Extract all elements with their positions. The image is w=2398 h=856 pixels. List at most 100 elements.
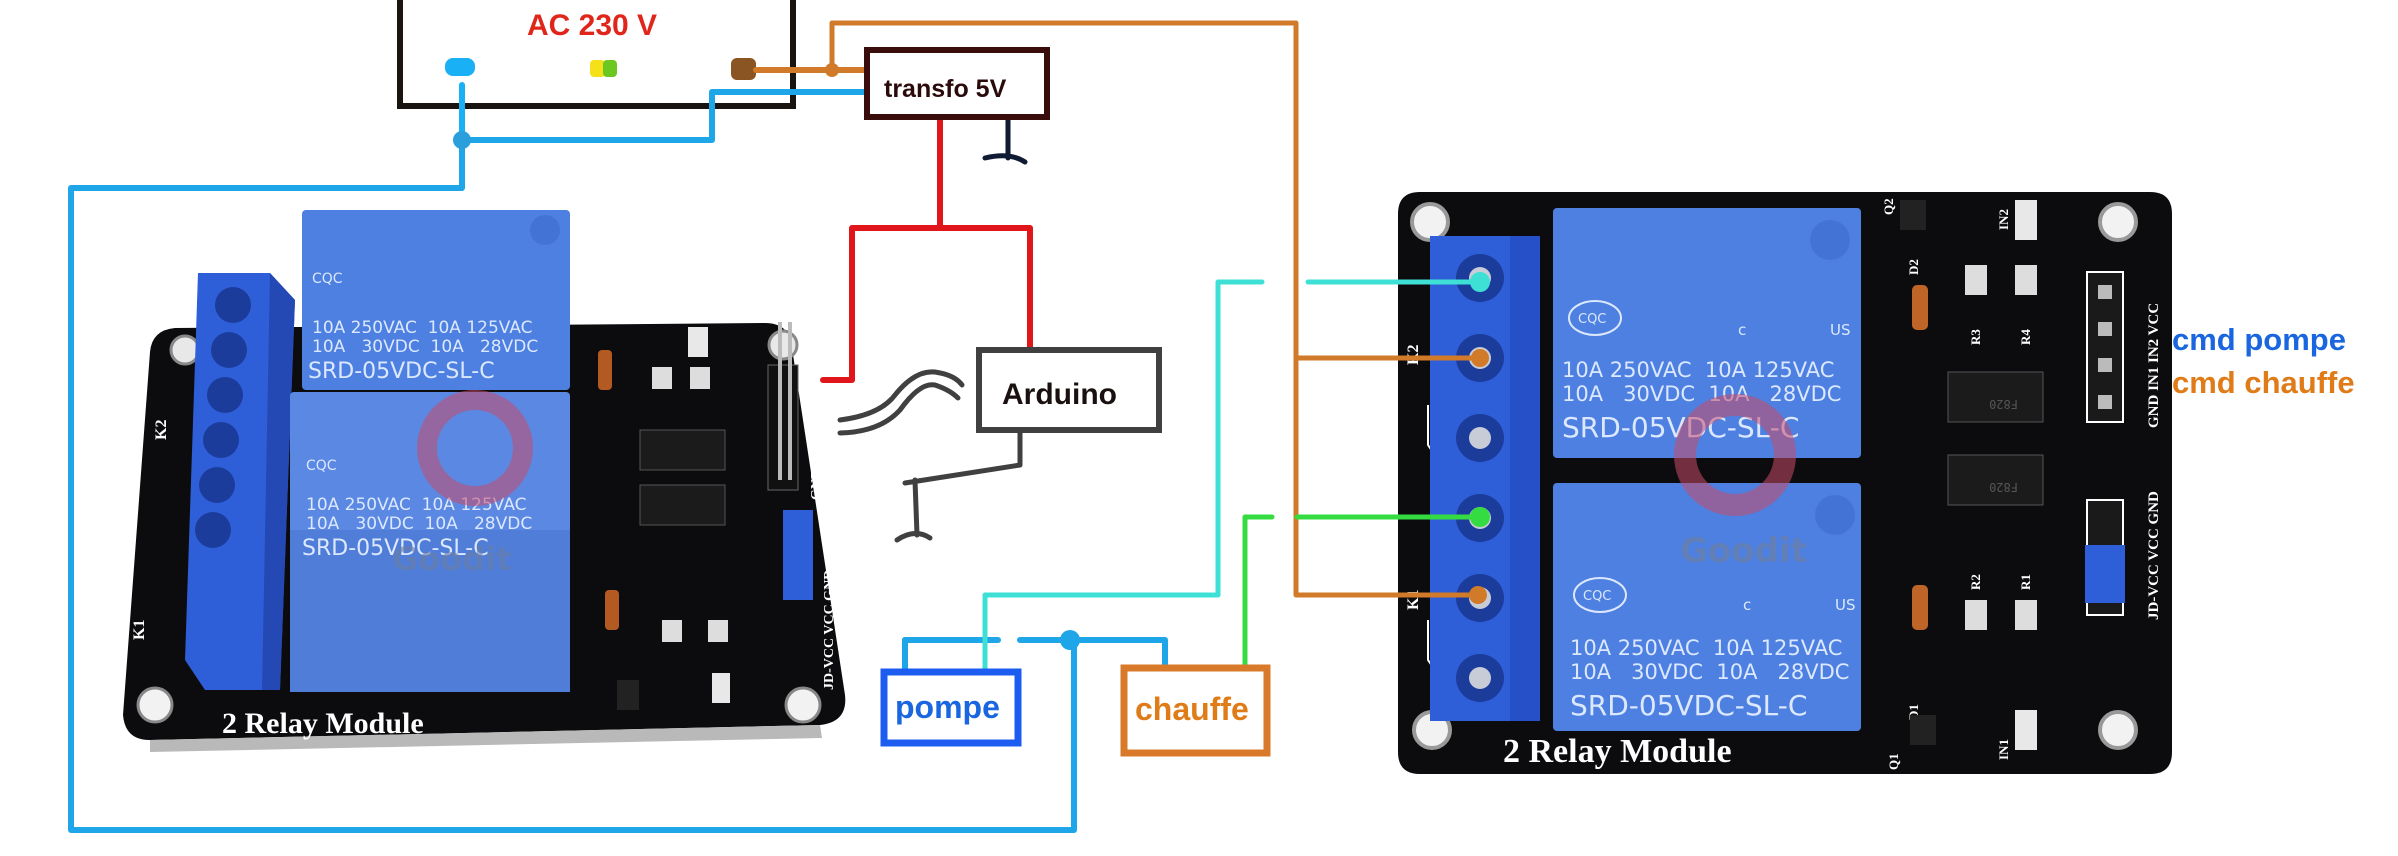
jumper [2085,545,2125,603]
svg-text:R4: R4 [2018,329,2033,345]
mains-box: AC 230 V [397,0,796,109]
mains-box-outline [397,0,796,109]
wire-heater-to-relay [1242,514,1275,675]
transistor-q2 [1900,200,1926,230]
terminal-screws [195,287,251,548]
wire-pump-to-relay [982,279,1265,675]
led-in2 [2015,200,2037,240]
relay-k1 [1553,483,1861,731]
svg-text:c: c [1738,321,1746,339]
relay-rating-line1: 10A 250VAC 10A 125VAC [1570,636,1842,660]
svg-text:Q1: Q1 [1886,753,1901,770]
diode-d1 [605,590,619,630]
mounting-hole [1410,202,1450,242]
svg-text:R2: R2 [1968,574,1983,590]
mounting-hole [767,329,799,361]
relay-k2 [1553,208,1861,458]
wire-neutral-loop [68,137,1077,833]
channel-label-k1: K1 [131,620,148,640]
led-in1 [712,673,730,703]
jumper-header-label: JD-VCC VCC GND [2146,491,2162,620]
pcb-edge [150,725,822,752]
relay-model: SRD-05VDC-SL-C [1570,689,1807,722]
resistor [708,620,728,642]
heater-label: chauffe [1135,691,1249,727]
relay-rating-line1: 10A 250VAC 10A 125VAC [1562,358,1834,382]
optocoupler-2 [1947,454,2044,506]
wire-terminal-dot [1471,349,1489,367]
svg-text:Q2: Q2 [1881,198,1896,215]
pin-vcc [2098,285,2112,299]
svg-text:CQC: CQC [306,458,337,474]
wire-terminal-dot [1470,507,1490,527]
transformer-box [864,47,1050,120]
neutral-terminal [445,58,475,76]
arduino: Arduino [976,347,1162,433]
wire-5v-to-relay-vcc [820,225,943,383]
relay-model: SRD-05VDC-SL-C [302,536,489,561]
watermark-text: Goodit [1680,531,1807,571]
relay-rating-line2: 10A 30VDC 10A 28VDC [1562,382,1841,406]
mounting-hole [2098,710,2138,750]
wire-junction [1060,630,1080,650]
smd-components: Q2 D2 IN2 R3 R4 F820 F820 D1 R2 R1 Q1 IN… [1881,198,2044,770]
wire-terminal-dot [1469,586,1487,604]
ground-symbol [894,531,933,543]
wire-terminal-dot [1470,272,1490,292]
channel-label-k2: K2 [153,420,170,440]
pin-gnd [2098,395,2112,409]
earth-terminal-yellow [590,60,605,77]
wire-signal-in1 [837,369,965,423]
watermark-logo [1674,394,1796,516]
jumper [783,510,813,600]
input-header-label: GND IN1 IN2 VCC [809,383,824,500]
relay-module-left: K2 K1 CQC 10A 250VAC 10A 125VAC 10A 30VD… [123,210,846,752]
load-heater: chauffe [1120,664,1271,757]
svg-text:F820: F820 [1989,480,2018,494]
resistor-r3 [1965,265,1987,295]
resistor [690,367,710,389]
smd-components [598,327,730,710]
earth-terminal-green [603,60,617,77]
svg-text:CQC: CQC [1583,589,1611,604]
resistor-r1 [2015,600,2037,630]
diode-d2 [598,350,612,390]
mounting-hole [136,686,174,724]
pin-in2 [2098,322,2112,336]
svg-text:R1: R1 [2018,574,2033,590]
watermark-text: Goodit [392,540,511,578]
terminal-screw [199,467,235,503]
mounting-hole [784,686,822,724]
wire-junction [453,131,471,149]
svg-text:IN2: IN2 [1996,209,2011,230]
relay-rating-line1: 10A 250VAC 10A 125VAC [312,318,533,338]
pin-in1 [2098,358,2112,372]
mounting-hole [169,334,201,366]
jumper-header-label: JD-VCC VCC GND [822,570,837,690]
mounting-hole [2098,202,2138,242]
wire-neutral-to-transfo [459,89,868,143]
terminal-screw [215,287,251,323]
relay-model: SRD-05VDC-SL-C [308,359,495,384]
optocoupler-1 [1947,371,2044,423]
svg-text:US: US [1835,596,1856,614]
watermark-logo [417,390,533,506]
input-header-label: GND IN1 IN2 VCC [2146,303,2162,428]
resistor [652,367,672,389]
relay-rating-line2: 10A 30VDC 10A 28VDC [312,337,538,357]
transistor-q1 [1910,715,1936,745]
pump-label: pompe [895,689,1000,725]
terminal-screw [207,377,243,413]
wire-junction [825,63,839,77]
led-in1 [2015,710,2037,750]
transformer-label: transfo 5V [884,75,1007,103]
arduino-label: Arduino [1002,378,1117,411]
resistor-r4 [2015,265,2037,295]
resistor [662,620,682,642]
relay-module-right: K2 K1 CQC c US 10A 250VAC 10A 125VAC [1398,192,2172,774]
resistor-r2 [1965,600,1987,630]
relay-rating-line2: 10A 30VDC 10A 28VDC [306,514,532,534]
wire-signal-in2 [837,382,961,436]
load-pump: pompe [880,668,1022,747]
